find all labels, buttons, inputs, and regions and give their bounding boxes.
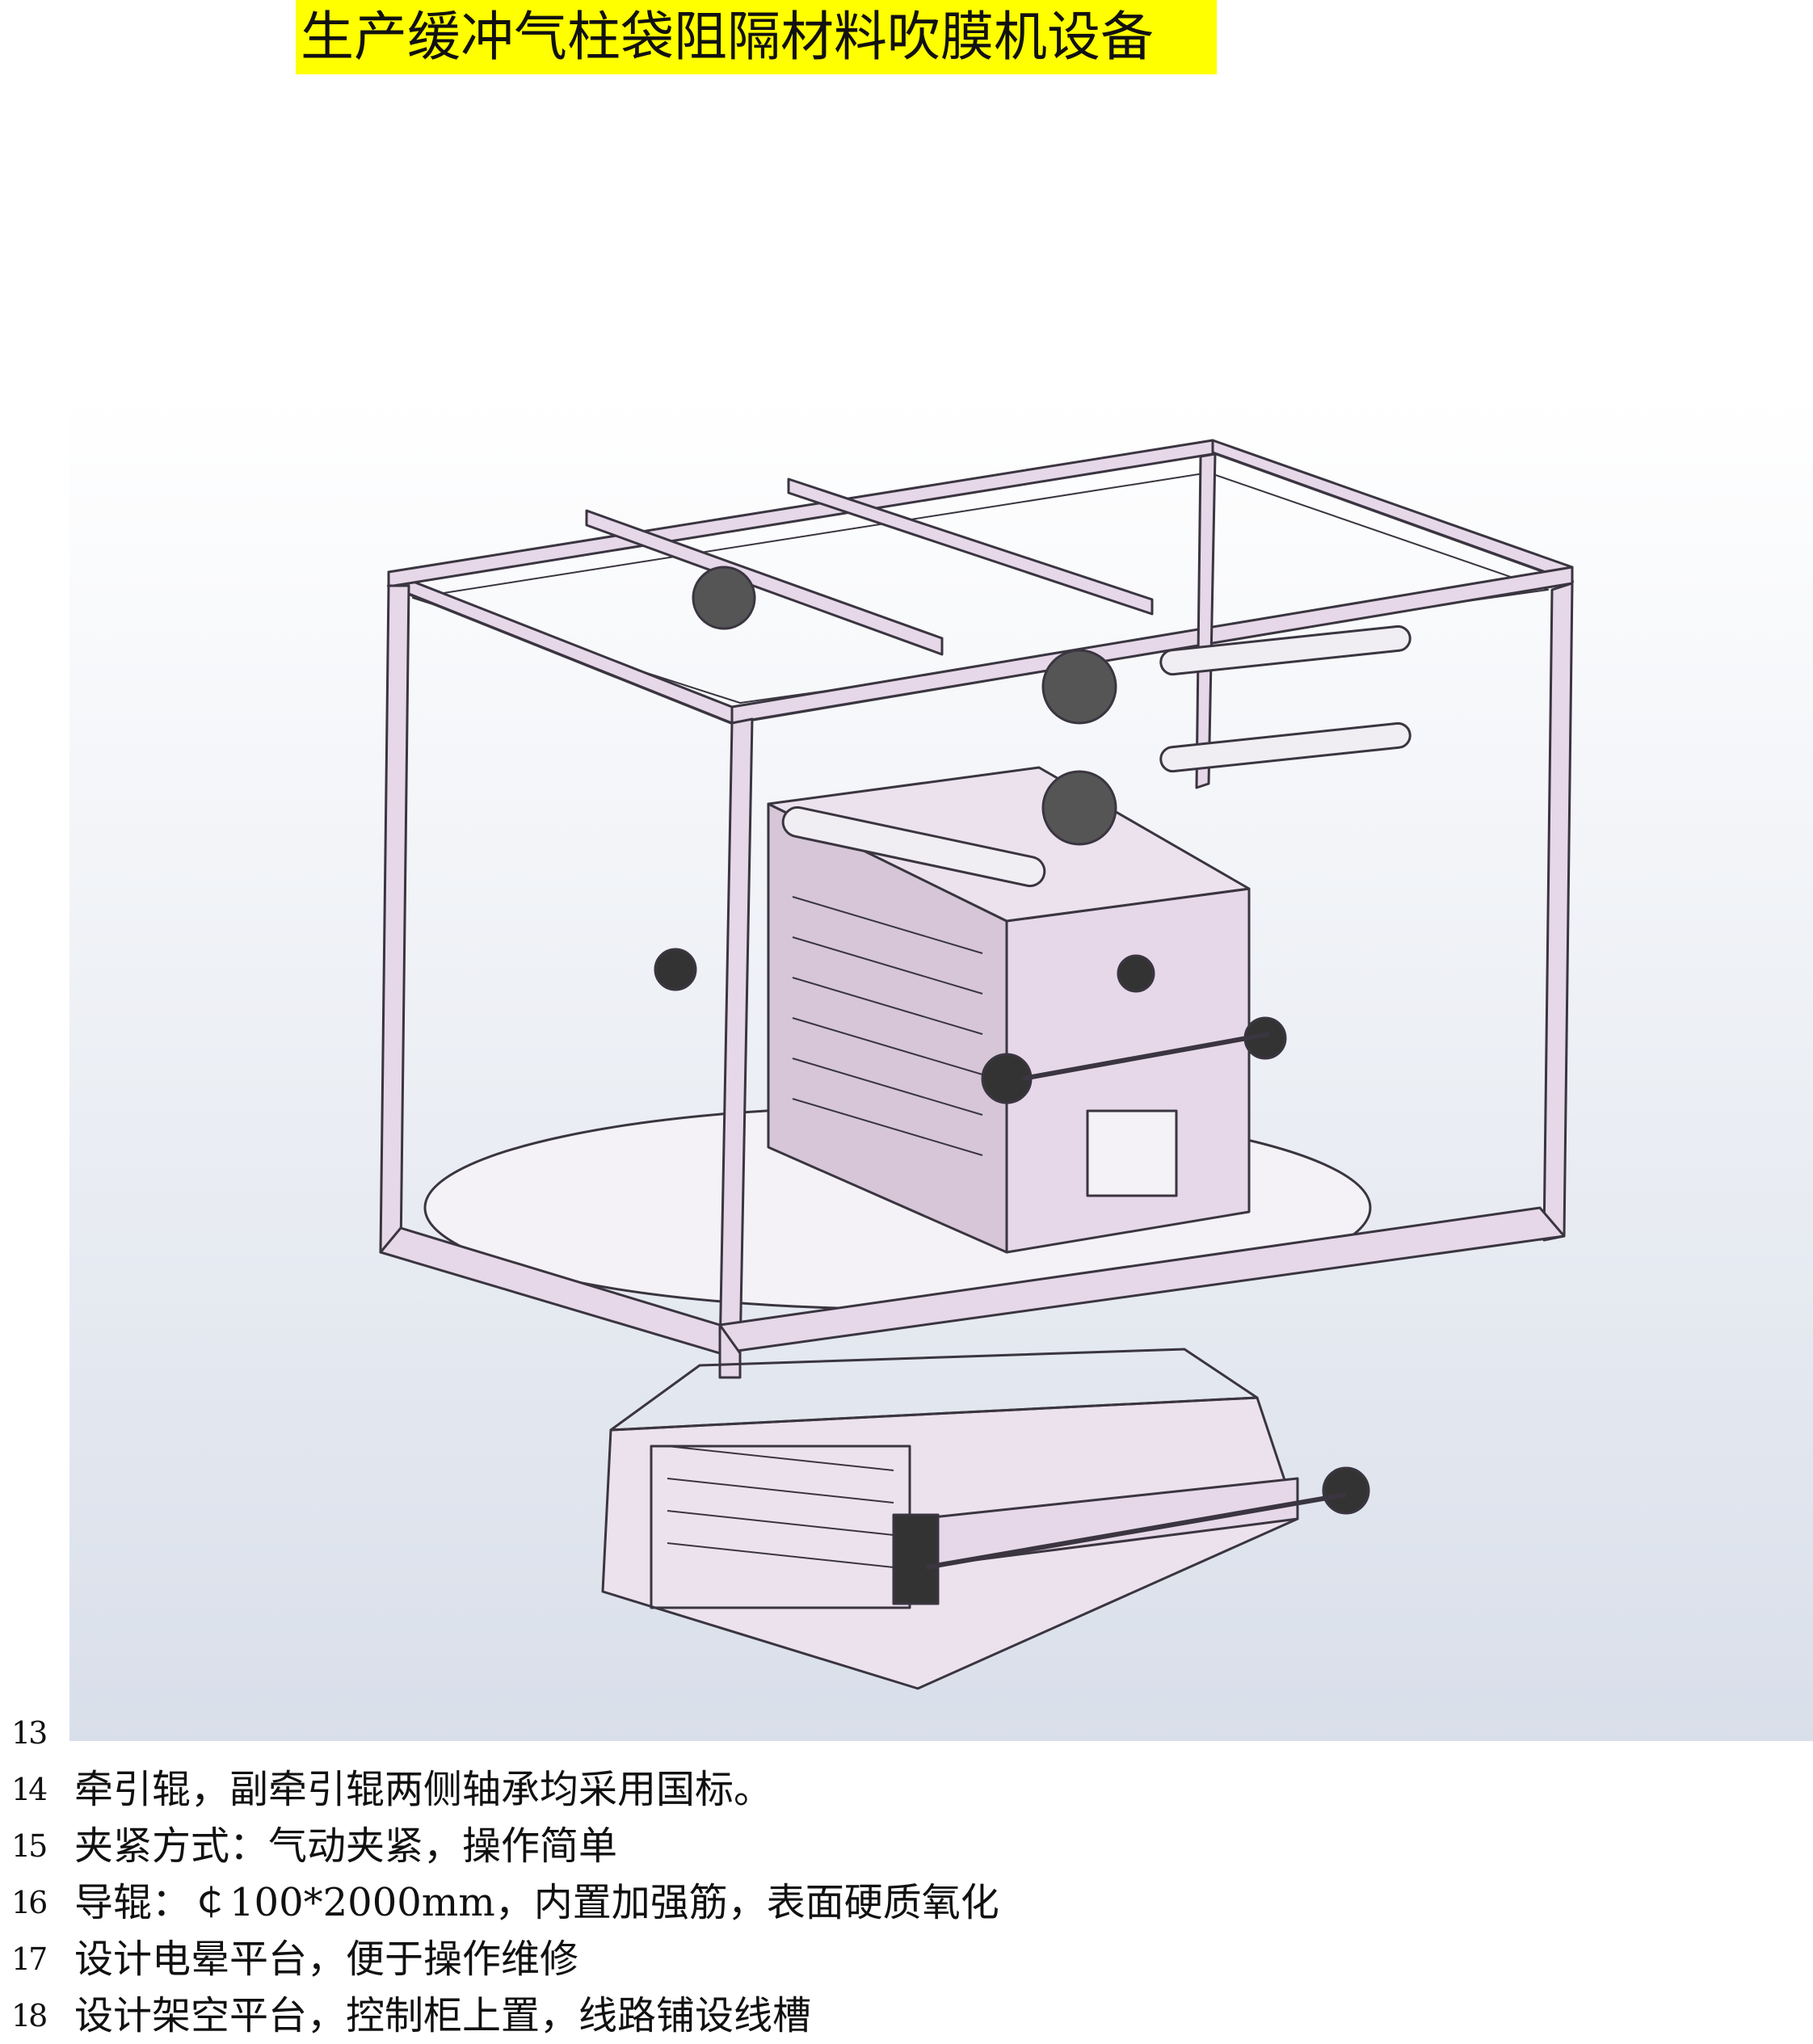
- list-item: 13: [0, 1705, 1813, 1761]
- winder-box: [1005, 887, 1251, 1254]
- roller: [781, 805, 1046, 888]
- item-text: 导辊：￠100*2000mm，内置加强筋，表面硬质氧化: [74, 1880, 999, 1925]
- item-text: 设计电晕平台，便于操作维修: [74, 1937, 579, 1982]
- item-number: 15: [11, 1828, 48, 1864]
- item-number: 16: [11, 1885, 48, 1920]
- item-number: 17: [11, 1941, 48, 1977]
- page-title: 生产缓冲气柱袋阻隔材料吹膜机设备: [296, 0, 1217, 74]
- list-item: 18 设计架空平台，控制柜上置，线路铺设线槽: [0, 1987, 1813, 2044]
- machine-cad-render: [69, 396, 1813, 1741]
- item-text: 牵引辊，副牵引辊两侧轴承均采用国标。: [74, 1767, 773, 1812]
- pulley: [692, 566, 756, 630]
- item-number: 13: [11, 1715, 48, 1751]
- item-text: 夹紧方式：气动夹紧，操作简单: [74, 1823, 618, 1869]
- item-number: 18: [11, 1998, 48, 2033]
- item-number: 14: [11, 1772, 48, 1807]
- list-item: 16 导辊：￠100*2000mm，内置加强筋，表面硬质氧化: [0, 1874, 1813, 1931]
- list-item: 17 设计电晕平台，便于操作维修: [0, 1931, 1813, 1987]
- list-item: 15 夹紧方式：气动夹紧，操作简单: [0, 1818, 1813, 1874]
- item-text: 设计架空平台，控制柜上置，线路铺设线槽: [74, 1993, 812, 2038]
- list-item: 14 牵引辊，副牵引辊两侧轴承均采用国标。: [0, 1761, 1813, 1818]
